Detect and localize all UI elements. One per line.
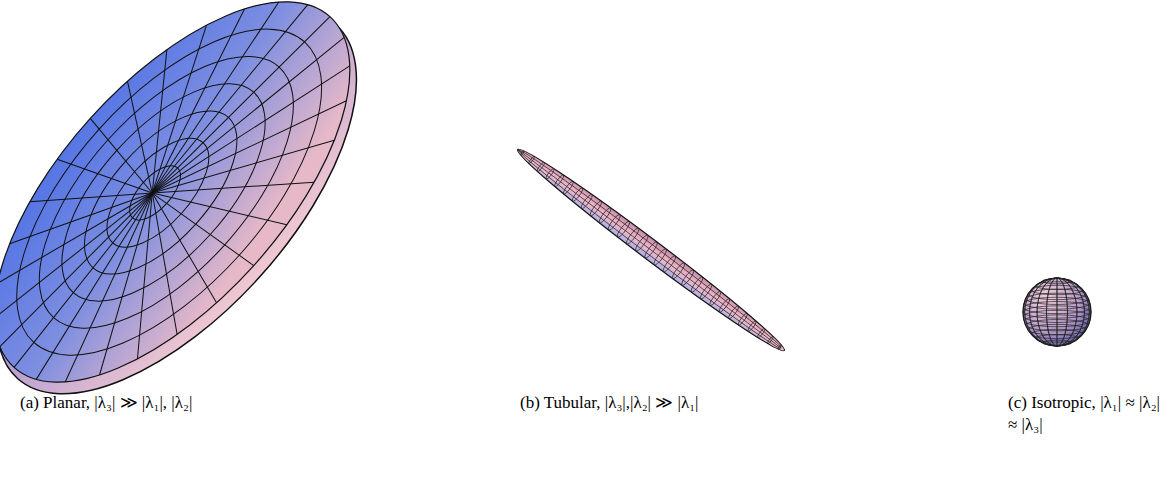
isotropic-sphere <box>1023 278 1091 346</box>
subfigure-caption: (c) Isotropic, |λ₁| ≈ |λ₂| ≈ |λ₃| <box>1008 392 1160 436</box>
planar-ellipsoid <box>0 0 421 453</box>
subfigure-caption: (a) Planar, |λ₃| ≫ |λ₁|, |λ₂| <box>20 392 490 414</box>
subfigure-caption: (b) Tubular, |λ₃|,|λ₂| ≫ |λ₁| <box>520 392 770 414</box>
tubular-ellipsoid <box>512 142 791 359</box>
